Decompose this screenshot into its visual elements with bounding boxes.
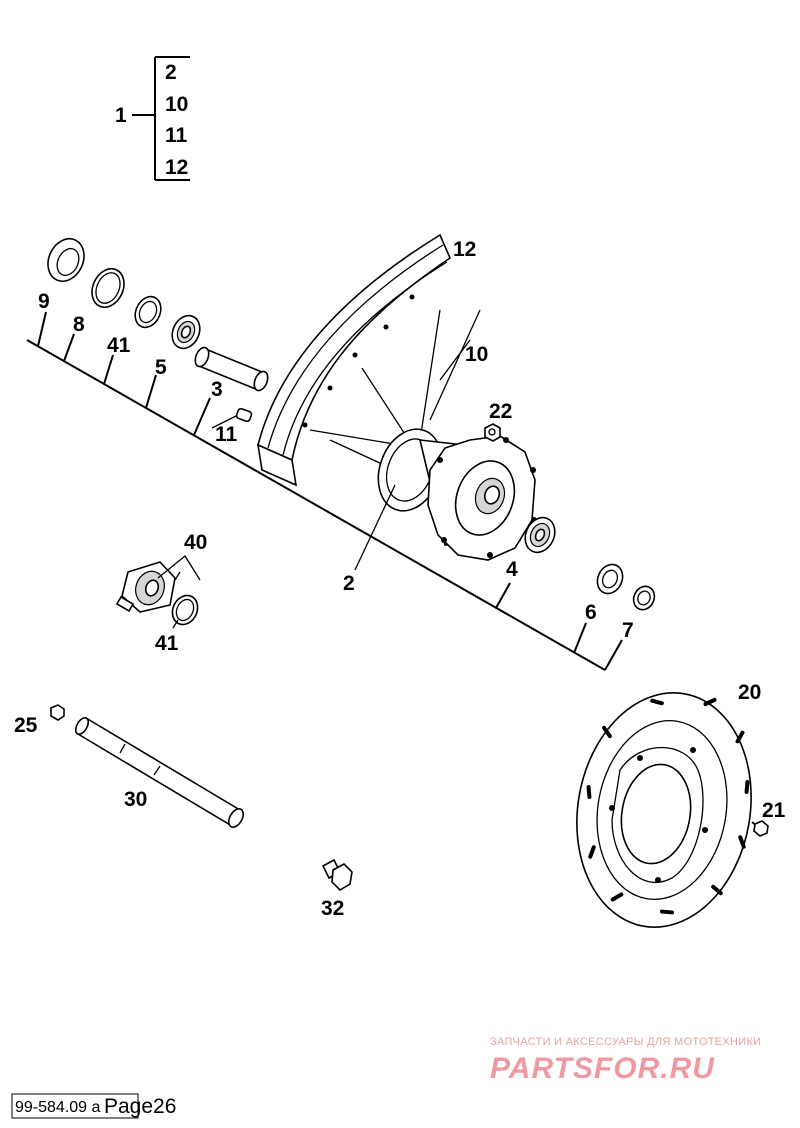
assembly-group-bracket: 1 2 10 11 12 <box>115 56 190 181</box>
disc-bolt-part-21 <box>751 820 769 837</box>
group-member-2: 2 <box>165 61 177 84</box>
bolt-part-32 <box>321 858 353 892</box>
hub-part-2 <box>377 428 537 561</box>
seal-part-6 <box>596 563 624 595</box>
leader-41-bottom <box>172 619 179 629</box>
leader-10 <box>439 339 471 381</box>
bearing-part-5 <box>171 314 201 350</box>
watermark-brand: PARTSFOR.RU <box>490 1052 715 1085</box>
footer-code-box <box>11 1093 139 1119</box>
callout-32: 32 <box>321 897 344 920</box>
callout-11: 11 <box>215 423 238 446</box>
callout-5: 5 <box>155 356 167 379</box>
rim-part-12 <box>256 233 451 487</box>
callout-30: 30 <box>124 788 147 811</box>
brake-disc-part-20 <box>576 692 752 928</box>
speedometer-drive-part-40 <box>115 555 201 613</box>
spacer-part-7 <box>632 585 656 611</box>
group-member-12: 12 <box>165 156 188 179</box>
group-member-11: 11 <box>165 124 188 147</box>
footer: 99-584.09 a Page26 <box>11 1093 176 1119</box>
callout-41-bottom: 41 <box>155 632 179 655</box>
seal-part-9 <box>47 238 85 282</box>
leader-11 <box>211 415 237 429</box>
callout-2: 2 <box>343 572 355 595</box>
callout-9: 9 <box>38 290 50 313</box>
footer-code: 99-584.09 a <box>15 1099 101 1116</box>
callout-6: 6 <box>585 601 597 624</box>
callout-25: 25 <box>14 714 38 737</box>
footer-page: Page26 <box>104 1095 176 1118</box>
spacer-sleeve-part-3 <box>194 346 269 392</box>
axis-leader-line <box>26 311 623 671</box>
watermark: ЗАПЧАСТИ И АКСЕССУАРЫ ДЛЯ МОТОТЕХНИКИ PA… <box>490 1036 761 1085</box>
callout-41-top: 41 <box>107 334 131 357</box>
callout-7: 7 <box>622 619 634 642</box>
spoke-nipple-part-11 <box>235 407 253 423</box>
axle-nut-part-25 <box>50 704 65 721</box>
bearing-part-4 <box>524 516 556 554</box>
axle-part-30 <box>74 716 245 828</box>
callout-8: 8 <box>73 313 85 336</box>
callout-4: 4 <box>506 558 518 581</box>
nut-part-22 <box>484 423 501 442</box>
callout-40: 40 <box>184 531 207 554</box>
callout-12: 12 <box>453 238 476 261</box>
callout-1: 1 <box>115 104 127 127</box>
circlip-part-41-top <box>134 295 162 329</box>
callout-3: 3 <box>211 378 223 401</box>
o-ring-part-8 <box>91 267 125 309</box>
callout-21: 21 <box>762 799 786 822</box>
leader-40 <box>174 571 181 581</box>
circlip-part-41-bottom <box>171 594 199 626</box>
group-member-10: 10 <box>165 93 188 116</box>
callout-10: 10 <box>465 343 488 366</box>
watermark-tagline: ЗАПЧАСТИ И АКСЕССУАРЫ ДЛЯ МОТОТЕХНИКИ <box>490 1036 761 1048</box>
callout-20: 20 <box>738 681 761 704</box>
leader-2 <box>354 484 396 571</box>
callout-22: 22 <box>489 400 512 423</box>
